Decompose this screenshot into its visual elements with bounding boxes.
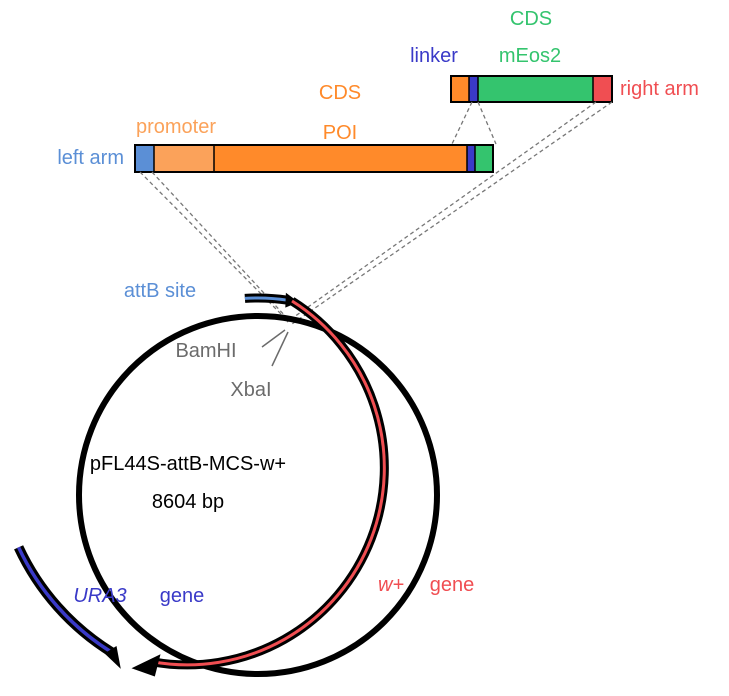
promoter-label: promoter [136,116,216,138]
cds-top-label: CDS [510,8,552,30]
mid-meos2-segment [475,145,493,172]
zoom-lines-to-plasmid [139,101,613,325]
restriction-site-markers [261,329,289,367]
mid-linker-segment [467,145,475,172]
w-plus-gene-feature [131,297,389,677]
w-gene-label: gene [430,574,475,596]
ura3-gene-feature [14,545,121,669]
cds-poi-segment [214,145,467,172]
top-linker-segment [469,76,478,102]
bamhi-label: BamHI [175,340,236,362]
left-arm-label: left arm [57,147,124,169]
linker-label: linker [410,45,458,67]
zoom-lines-top [451,101,497,145]
middle-construct-bar [134,144,494,173]
plasmid-backbone-circle [76,313,440,677]
right-arm-label: right arm [620,78,699,100]
attb-site-feature [244,292,299,308]
w-plus-label: w+ [378,574,404,596]
promoter-segment [154,145,214,172]
left-arm-segment [135,145,154,172]
cds-mid-label: CDS [319,82,361,104]
attb-site-label: attB site [124,280,196,302]
xbai-label: XbaI [230,379,271,401]
plasmid-name-label: pFL44S-attB-MCS-w+ [90,453,286,475]
top-right-arm-segment [593,76,612,102]
poi-label: POI [323,122,357,144]
top-cds-segment [451,76,469,102]
meos2-segment [478,76,593,102]
ura3-gene-label: gene [160,585,205,607]
ura3-label: URA3 [73,585,126,607]
meos2-label: mEos2 [499,45,561,67]
plasmid-size-label: 8604 bp [152,491,224,513]
top-construct-bar [450,75,613,103]
